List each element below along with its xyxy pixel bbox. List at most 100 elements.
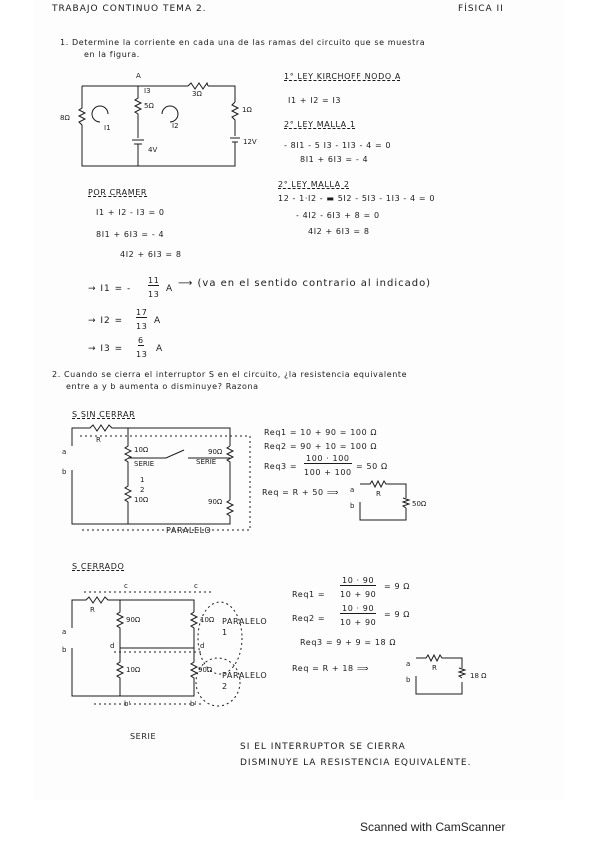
r90a-open: 90Ω — [208, 448, 223, 456]
i3-label: I3 — [144, 87, 151, 95]
node-b-prime-left: b' — [124, 700, 130, 708]
circuit-open-diagram: a b R 10Ω SERIE SERIE 90Ω 1 2 10Ω 90Ω — [62, 424, 251, 531]
result-i3-unit: A — [156, 344, 164, 354]
paralelo-open: PARALELO — [166, 526, 212, 535]
mesh2-eq-3: 4I2 + 6I3 = 8 — [308, 227, 370, 236]
open-req3-den: 100 + 100 — [304, 468, 352, 477]
open-req2: Req2 = 90 + 10 = 100 Ω — [264, 442, 378, 451]
node2-open: 2 — [140, 486, 144, 494]
i2-label: I2 — [172, 122, 179, 130]
i1-label: I1 — [104, 124, 111, 132]
conclusion-line-2: DISMINUYE LA RESISTENCIA EQUIVALENTE. — [240, 758, 472, 768]
cramer-eq-2: 8I1 + 6I3 = - 4 — [96, 230, 165, 239]
r10b-open: 10Ω — [134, 496, 149, 504]
node1-open: 1 — [140, 476, 144, 484]
node-d-right: d — [200, 642, 204, 650]
closed-req1-result: = 9 Ω — [384, 582, 410, 591]
result-i2-lhs: → I2 = — [88, 316, 124, 326]
result-i2-den: 13 — [136, 322, 148, 331]
result-i3-den: 13 — [136, 350, 148, 359]
law1-equation: I1 + I2 = I3 — [288, 96, 342, 105]
mesh1-eq-2: 8I1 + 6I3 = - 4 — [300, 155, 369, 164]
page-title: TRABAJO CONTINUO TEMA 2. — [52, 4, 207, 14]
r90b-closed: 90Ω — [198, 666, 213, 674]
circuit-1-diagram: A I3 3Ω 5Ω 1Ω 8Ω 4V 12V I1 I2 — [60, 72, 257, 167]
mesh2-heading: 2° LEY MALLA 2 — [278, 180, 350, 189]
closed-req1-lhs: Req1 = — [292, 590, 326, 599]
closed-req2-den: 10 + 90 — [340, 618, 377, 627]
open-req3-num: 100 · 100 — [304, 454, 352, 464]
problem1-text-2: en la figura. — [84, 50, 140, 59]
open-box-a: a — [350, 486, 354, 494]
terminal-a-open: a — [62, 448, 66, 456]
closed-req1-num: 10 · 90 — [340, 576, 377, 586]
r-label-open: R — [96, 436, 101, 444]
cramer-heading: POR CRAMER — [88, 188, 148, 197]
r10b-closed: 10Ω — [126, 666, 141, 674]
closed-switch-heading: S CERRADO — [72, 562, 125, 571]
mesh2-eq-2: - 4I2 - 6I3 + 8 = 0 — [296, 211, 380, 220]
serie1-open: SERIE — [134, 460, 154, 468]
paralelo1-closed: PARALELO 1 — [222, 617, 268, 637]
open-req-final: Req = R + 50 ⟹ — [262, 488, 339, 497]
closed-req2-lhs: Req2 = — [292, 614, 326, 623]
r8-label: 8Ω — [60, 114, 70, 122]
node-b-prime-right: b' — [190, 700, 196, 708]
open-switch-heading: S SIN CERRAR — [72, 410, 136, 419]
r5-label: 5Ω — [144, 102, 154, 110]
closed-req2-num: 10 · 90 — [340, 604, 377, 614]
result-i2-unit: A — [154, 316, 162, 326]
open-req3-result: = 50 Ω — [356, 462, 388, 471]
r90a-closed: 90Ω — [126, 616, 141, 624]
closed-box-r: R — [432, 664, 437, 672]
paralelo2-closed: PARALELO 2 — [222, 671, 268, 691]
open-box-50: 50Ω — [412, 500, 427, 508]
closed-equivalent-box: a b R 18 Ω — [406, 653, 487, 695]
result-i1-num: 11 — [148, 276, 160, 286]
node-c-right: c — [194, 582, 198, 590]
closed-req2-result: = 9 Ω — [384, 610, 410, 619]
closed-req-final: Req = R + 18 ⟹ — [292, 664, 369, 673]
r1-label: 1Ω — [242, 106, 252, 114]
problem1-text: 1. Determine la corriente en cada una de… — [60, 38, 426, 47]
node-d-left: d — [110, 642, 114, 650]
result-i1-den: 13 — [148, 290, 160, 299]
serie-closed: SERIE — [130, 732, 157, 741]
subject-label: FÍSICA II — [458, 4, 504, 14]
result-i3-num: 6 — [138, 336, 144, 346]
r10a-closed: 10Ω — [200, 616, 215, 624]
closed-box-b: b — [406, 676, 411, 684]
node-c-left: c — [124, 582, 128, 590]
r-label-closed: R — [90, 606, 95, 614]
v12-label: 12V — [243, 138, 257, 146]
closed-box-18: 18 Ω — [470, 672, 487, 680]
mesh1-heading: 2° LEY MALLA 1 — [284, 120, 356, 129]
problem2-text-2: entre a y b aumenta o disminuye? Razona — [66, 382, 259, 391]
terminal-b-closed: b — [62, 646, 67, 654]
problem2-text: 2. Cuando se cierra el interruptor S en … — [52, 370, 408, 379]
open-equivalent-box: a b R 50Ω — [350, 479, 427, 521]
law1-heading: 1° LEY KIRCHOFF NODO A — [284, 72, 401, 81]
cramer-eq-1: I1 + I2 - I3 = 0 — [96, 208, 165, 217]
r90b-open: 90Ω — [208, 498, 223, 506]
result-i1-lhs: → I1 = - — [88, 284, 132, 294]
closed-req1-den: 10 + 90 — [340, 590, 377, 599]
node-a-label: A — [136, 72, 141, 80]
closed-box-a: a — [406, 660, 410, 668]
open-box-r: R — [376, 490, 381, 498]
cramer-eq-3: 4I2 + 6I3 = 8 — [120, 250, 182, 259]
closed-req3: Req3 = 9 + 9 = 18 Ω — [300, 638, 397, 647]
r10a-open: 10Ω — [134, 446, 149, 454]
open-req3-lhs: Req3 = — [264, 462, 298, 471]
scanner-watermark: Scanned with CamScanner — [360, 820, 506, 834]
result-i1-unit: A — [166, 284, 174, 294]
r3-label: 3Ω — [192, 90, 202, 98]
mesh1-eq-1: - 8I1 - 5 I3 - 1I3 - 4 = 0 — [284, 141, 392, 150]
open-box-b: b — [350, 502, 355, 510]
serie2-open: SERIE — [196, 458, 216, 466]
terminal-b-open: b — [62, 468, 67, 476]
result-i1-note: ⟶ (va en el sentido contrario al indicad… — [178, 278, 432, 289]
result-i3-lhs: → I3 = — [88, 344, 124, 354]
conclusion-line-1: SI EL INTERRUPTOR SE CIERRA — [240, 742, 406, 752]
result-i2-num: 17 — [136, 308, 148, 318]
